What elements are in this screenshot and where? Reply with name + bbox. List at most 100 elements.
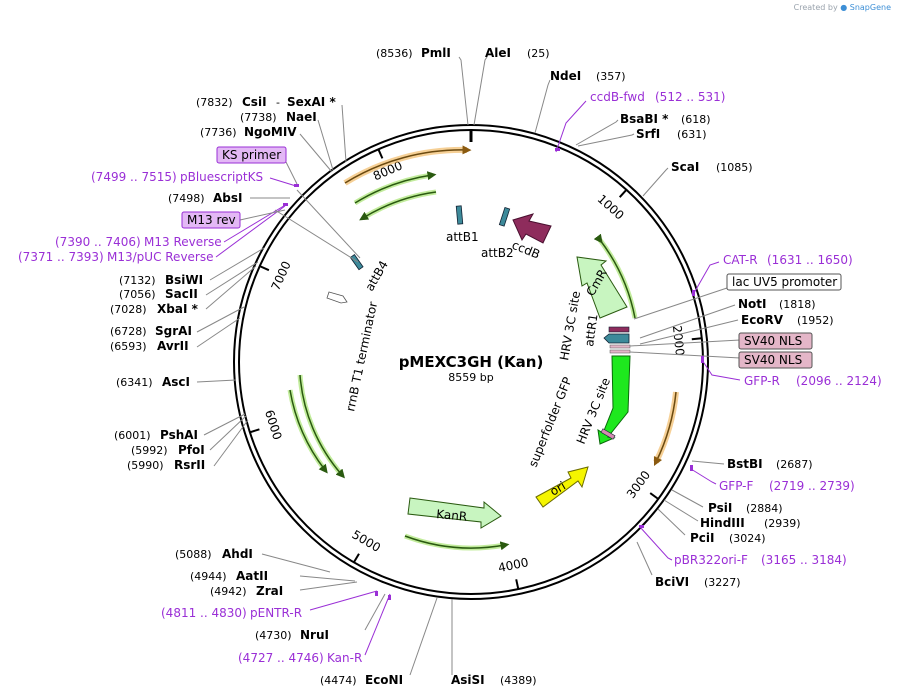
site-num-bsiwi: (7132) (119, 274, 156, 287)
sv40-nls-box-2 (738, 351, 813, 369)
site-num-noti: (1818) (779, 298, 816, 311)
site-num-psii: (2884) (746, 502, 783, 515)
site-num-ecorv: (1952) (797, 314, 834, 327)
site-name-nrui: NruI (300, 628, 329, 642)
leader-pfoi (209, 415, 247, 451)
site-name-scai: ScaI (671, 160, 699, 174)
site-dash-sexai: - (276, 96, 280, 109)
leader-bsabi (575, 119, 619, 146)
leader-lines (196, 56, 741, 676)
attb2-mark (498, 207, 511, 227)
site-name-pshai: PshAI (160, 428, 198, 442)
site-num-scai: (1085) (716, 161, 753, 174)
primer-range-gfp-f: (2719 .. 2739) (769, 479, 855, 493)
leader-gfp-f (690, 468, 717, 485)
leader-pbr322 (639, 526, 673, 561)
primer-name-ccdb-fwd: ccdB-fwd (590, 90, 645, 104)
site-num-nrui: (4730) (255, 629, 292, 642)
site-name-csii: CsiI (242, 95, 267, 109)
ruler-tick (515, 579, 520, 590)
arc-green-kan-line (404, 535, 510, 551)
arc-green-left-2 (297, 374, 344, 477)
site-name-bsabi: BsaBI * (620, 112, 669, 126)
arc-orange-top-line (344, 145, 472, 184)
credit-brand: SnapGene (849, 3, 891, 12)
site-name-bsiwi: BsiWI (165, 273, 203, 287)
site-num-econi: (4474) (320, 674, 357, 687)
primer-range-m13rev: (7390 .. 7406) (55, 235, 141, 249)
site-num-alei: (25) (527, 47, 550, 60)
arc-green-left-1 (287, 389, 327, 472)
leader-sacii (205, 261, 259, 296)
leader-psii (671, 489, 704, 508)
kanr-arrow (407, 497, 502, 529)
leader-noti (639, 304, 736, 339)
leader-ndei (534, 79, 551, 134)
primer-name-pentr-r: pENTR-R (250, 606, 302, 620)
plasmid-length: 8559 bp (448, 371, 493, 384)
site-name-zrai: ZraI (256, 584, 283, 598)
site-name-pcii: PciI (690, 531, 715, 545)
site-num-bcivi: (3227) (704, 576, 741, 589)
feature-label-ccdb: ccdB (510, 238, 542, 262)
leader-csii (341, 104, 347, 163)
leader-asci (196, 379, 237, 383)
site-num-asci: (6341) (116, 376, 153, 389)
ruler-tick (618, 189, 628, 198)
site-num-pshai: (6001) (114, 429, 151, 442)
leader-bstbi (691, 460, 725, 465)
lacuv5-box (726, 273, 842, 291)
primer-labels: ccdB-fwd (512 .. 531) CAT-R (1631 .. 165… (18, 90, 882, 665)
arc-green-top-2 (361, 189, 437, 221)
leader-ks-box (285, 161, 298, 185)
terminator-mark (326, 291, 348, 304)
arc-green-kan (404, 533, 506, 551)
feature-label-attb2: attB2 (481, 246, 514, 260)
leader-pcii (657, 508, 686, 536)
ruler-tick (377, 148, 384, 159)
leader-pbluescript (269, 177, 297, 187)
primer-mark-cat-r (692, 290, 695, 296)
leader-avrii (196, 317, 241, 348)
site-num-ngomiv: (7736) (200, 126, 237, 139)
leader-features-top (274, 209, 359, 263)
leader-kan-r (364, 593, 391, 656)
primer-name-pbr322: pBR322ori-F (674, 553, 748, 567)
site-name-aatii: AatII (236, 569, 268, 583)
attb1-mark (455, 205, 464, 225)
site-num-pcii: (3024) (729, 532, 766, 545)
arc-orange-right-line (653, 391, 677, 467)
leader-m13puc (215, 205, 286, 258)
site-name-pmli: PmlI (421, 46, 451, 60)
ori-arrow (535, 466, 589, 508)
site-name-ahdi: AhdI (222, 547, 253, 561)
primer-name-gfp-f: GFP-F (719, 479, 754, 493)
site-name-xbai: XbaI * (157, 302, 199, 316)
primer-range-pbluescript: (7499 .. 7515) (91, 170, 177, 184)
center-label: pMEXC3GH (Kan) 8559 bp (399, 353, 544, 384)
sv40-mark-1 (609, 344, 631, 349)
restriction-sites: (8536) PmlI AleI (25) NdeI (357) BsaBI *… (110, 46, 834, 687)
primer-mark-pentr-r (375, 591, 378, 596)
leader-rsrii (213, 419, 249, 467)
site-num-bsabi: (618) (681, 113, 711, 126)
leader-cat-r (693, 261, 720, 294)
site-name-noti: NotI (738, 297, 767, 311)
leader-pshai (203, 413, 246, 436)
arc-green-top-2-line (359, 191, 437, 221)
site-num-sgrai: (6728) (110, 325, 147, 338)
site-num-srfi: (631) (677, 128, 707, 141)
attb4-mark (349, 253, 364, 271)
backbone-outer-ring (233, 124, 709, 600)
feature-label-attb4: attB4 (362, 258, 390, 293)
site-num-naei: (7738) (240, 111, 277, 124)
leader-bsiwi (209, 247, 265, 281)
hrv3c-mark (608, 326, 630, 333)
primer-range-kan-r: (4727 .. 4746) (238, 651, 324, 665)
leader-sv40-2 (629, 351, 741, 359)
plasmid-name: pMEXC3GH (Kan) (399, 353, 544, 371)
primer-name-m13rev: M13 Reverse (144, 235, 222, 249)
ks-primer-box (216, 146, 287, 164)
site-num-csii: (7832) (196, 96, 233, 109)
